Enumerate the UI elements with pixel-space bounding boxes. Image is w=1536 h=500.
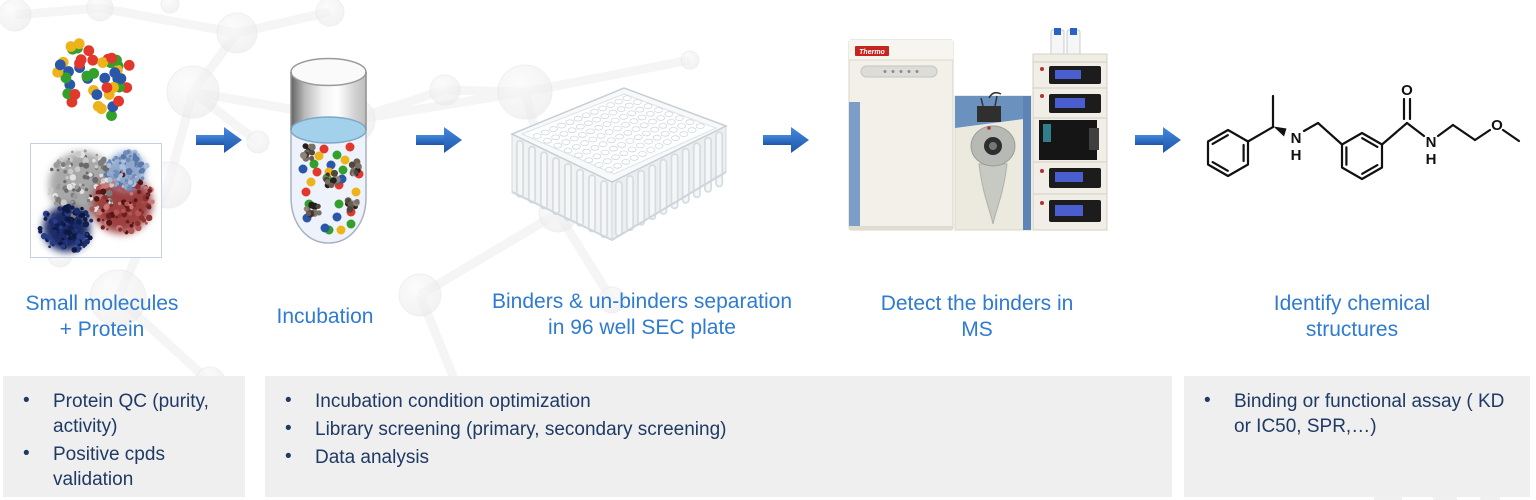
note-bullet: Data analysis — [265, 444, 1172, 470]
hplc-stack — [1032, 28, 1108, 231]
atom-label-o: O — [1491, 117, 1503, 134]
compound-library-dots-figure — [52, 38, 135, 121]
incubation-tube-figure — [290, 57, 367, 244]
step-label-sec-separation: Binders & un-binders separation in 96 we… — [491, 290, 792, 339]
atom-label-n: N — [1291, 130, 1302, 147]
note-bullet: Positive cpds validation — [3, 441, 245, 492]
flow-arrow-icon — [1135, 127, 1181, 153]
step-label-small-molecules-protein: Small molecules + Protein — [25, 292, 179, 341]
protein-structure-image — [30, 143, 162, 258]
note-box-protein-qc: Protein QC (purity, activity) Positive c… — [3, 376, 245, 497]
note-bullet: Protein QC (purity, activity) — [3, 388, 245, 439]
flow-arrow-icon — [763, 127, 809, 153]
flow-arrow-icon — [196, 127, 242, 153]
protein-particles — [300, 143, 362, 218]
note-bullet: Library screening (primary, secondary sc… — [265, 416, 1172, 442]
note-list: Binding or functional assay ( KD or IC50… — [1184, 388, 1530, 439]
flow-arrow-icon — [416, 127, 462, 153]
sec-plate-figure — [510, 87, 728, 242]
note-box-validation-assay: Binding or functional assay ( KD or IC50… — [1184, 376, 1530, 497]
atom-label-o: O — [1401, 82, 1413, 99]
mass-spectrometer-figure: Thermo — [848, 28, 1108, 231]
step-label-identify-structures: Identify chemical structures — [1273, 292, 1431, 341]
atom-label-h: H — [1426, 151, 1437, 168]
free-compound-dots — [298, 142, 364, 235]
note-bullet: Incubation condition optimization — [265, 388, 1172, 414]
note-list: Incubation condition optimization Librar… — [265, 388, 1172, 470]
atom-label-h: H — [1291, 147, 1302, 164]
step-label-incubation: Incubation — [276, 305, 374, 328]
atom-label-n: N — [1426, 134, 1437, 151]
step-label-ms-detection: Detect the binders in MS — [880, 292, 1074, 341]
chemical-structure-figure: N H O N H O — [1206, 82, 1521, 181]
note-bullet: Binding or functional assay ( KD or IC50… — [1184, 388, 1530, 439]
instrument-logo: Thermo — [859, 49, 885, 56]
note-box-screening: Incubation condition optimization Librar… — [265, 376, 1172, 497]
note-list: Protein QC (purity, activity) Positive c… — [3, 388, 245, 492]
